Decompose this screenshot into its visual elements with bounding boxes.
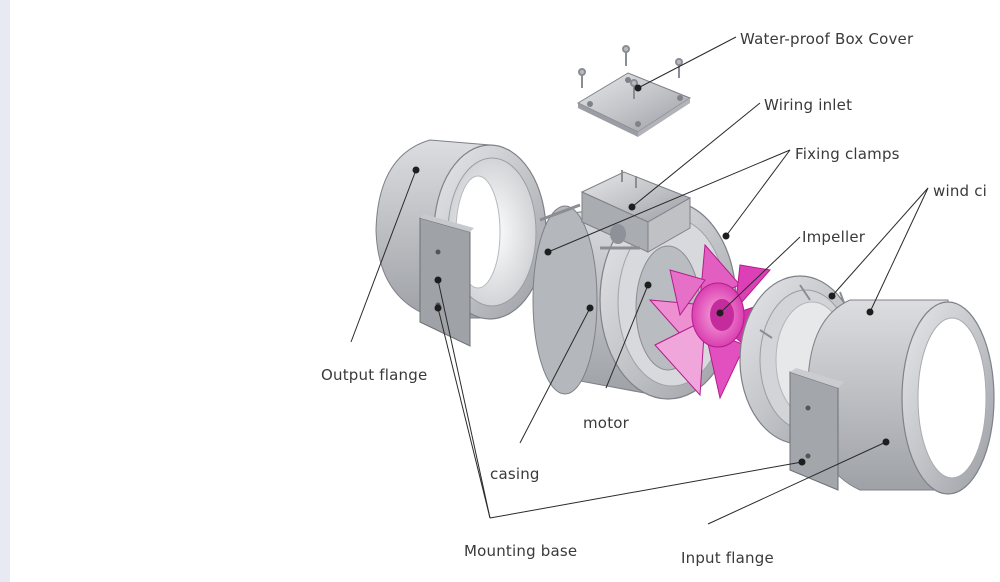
label-wiring-inlet: Wiring inlet bbox=[764, 96, 853, 114]
label-output-flange: Output flange bbox=[321, 366, 428, 384]
leader-lines bbox=[350, 36, 929, 525]
input-flange bbox=[789, 299, 995, 495]
output-flange bbox=[375, 139, 547, 347]
label-input-flange: Input flange bbox=[681, 549, 774, 567]
label-casing: casing bbox=[490, 465, 540, 483]
waterproof-box-cover bbox=[576, 72, 692, 137]
label-fixing-clamps: Fixing clamps bbox=[795, 145, 900, 163]
label-motor: motor bbox=[583, 414, 630, 432]
junction-box bbox=[580, 170, 692, 253]
label-impeller: Impeller bbox=[802, 228, 866, 246]
cover-screws bbox=[578, 45, 683, 99]
label-wind-circle: wind ci bbox=[933, 182, 988, 200]
label-mounting-base: Mounting base bbox=[464, 542, 578, 560]
leader-dots bbox=[412, 84, 890, 466]
label-box-cover: Water-proof Box Cover bbox=[740, 30, 914, 48]
left-edge-strip bbox=[0, 0, 10, 582]
